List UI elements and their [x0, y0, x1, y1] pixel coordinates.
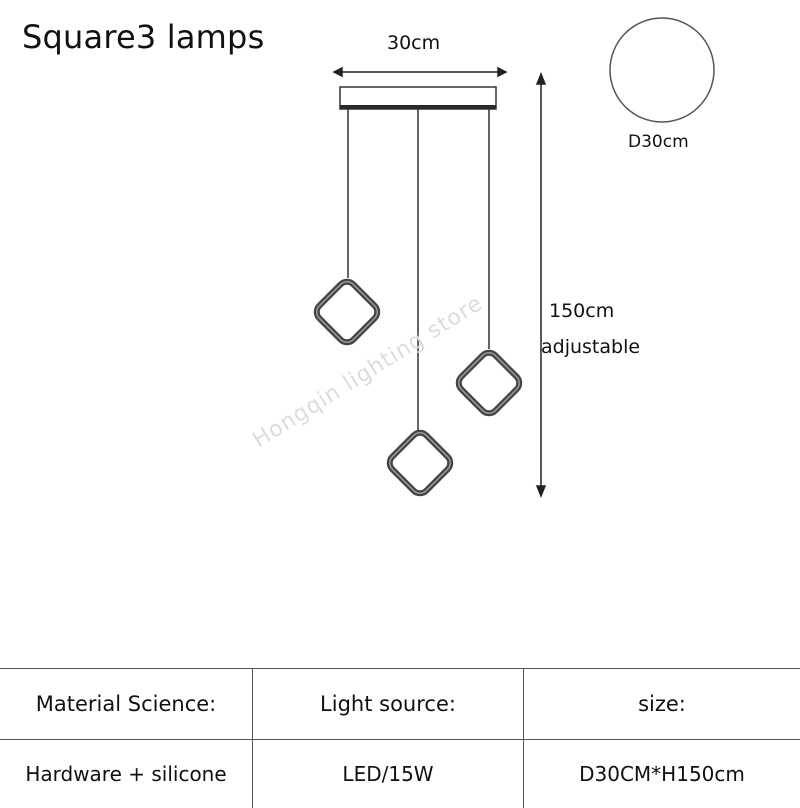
square-lamp-right [455, 349, 523, 417]
spec-value-row: Hardware + silicone LED/15W D30CM*H150cm [0, 740, 800, 808]
height-note: adjustable [541, 336, 640, 358]
spec-table: Material Science: Light source: size: Ha… [0, 668, 800, 808]
lamp-diagram [0, 0, 800, 660]
spec-header-size: size: [524, 669, 800, 740]
height-label: 150cm [549, 300, 614, 322]
width-label: 30cm [387, 32, 440, 54]
spec-header-material: Material Science: [0, 669, 253, 740]
height-dimension-arrow [537, 74, 545, 496]
spec-value-light-source: LED/15W [253, 740, 524, 808]
spec-header-light-source: Light source: [253, 669, 524, 740]
spec-value-size: D30CM*H150cm [524, 740, 800, 808]
canopy-diameter-label: D30cm [628, 132, 689, 152]
square-lamp-center [386, 429, 454, 497]
canopy-circle [610, 18, 714, 122]
width-dimension-arrow [334, 68, 506, 76]
square-lamp-left [313, 278, 381, 346]
spec-header-row: Material Science: Light source: size: [0, 669, 800, 740]
spec-value-material: Hardware + silicone [0, 740, 253, 808]
